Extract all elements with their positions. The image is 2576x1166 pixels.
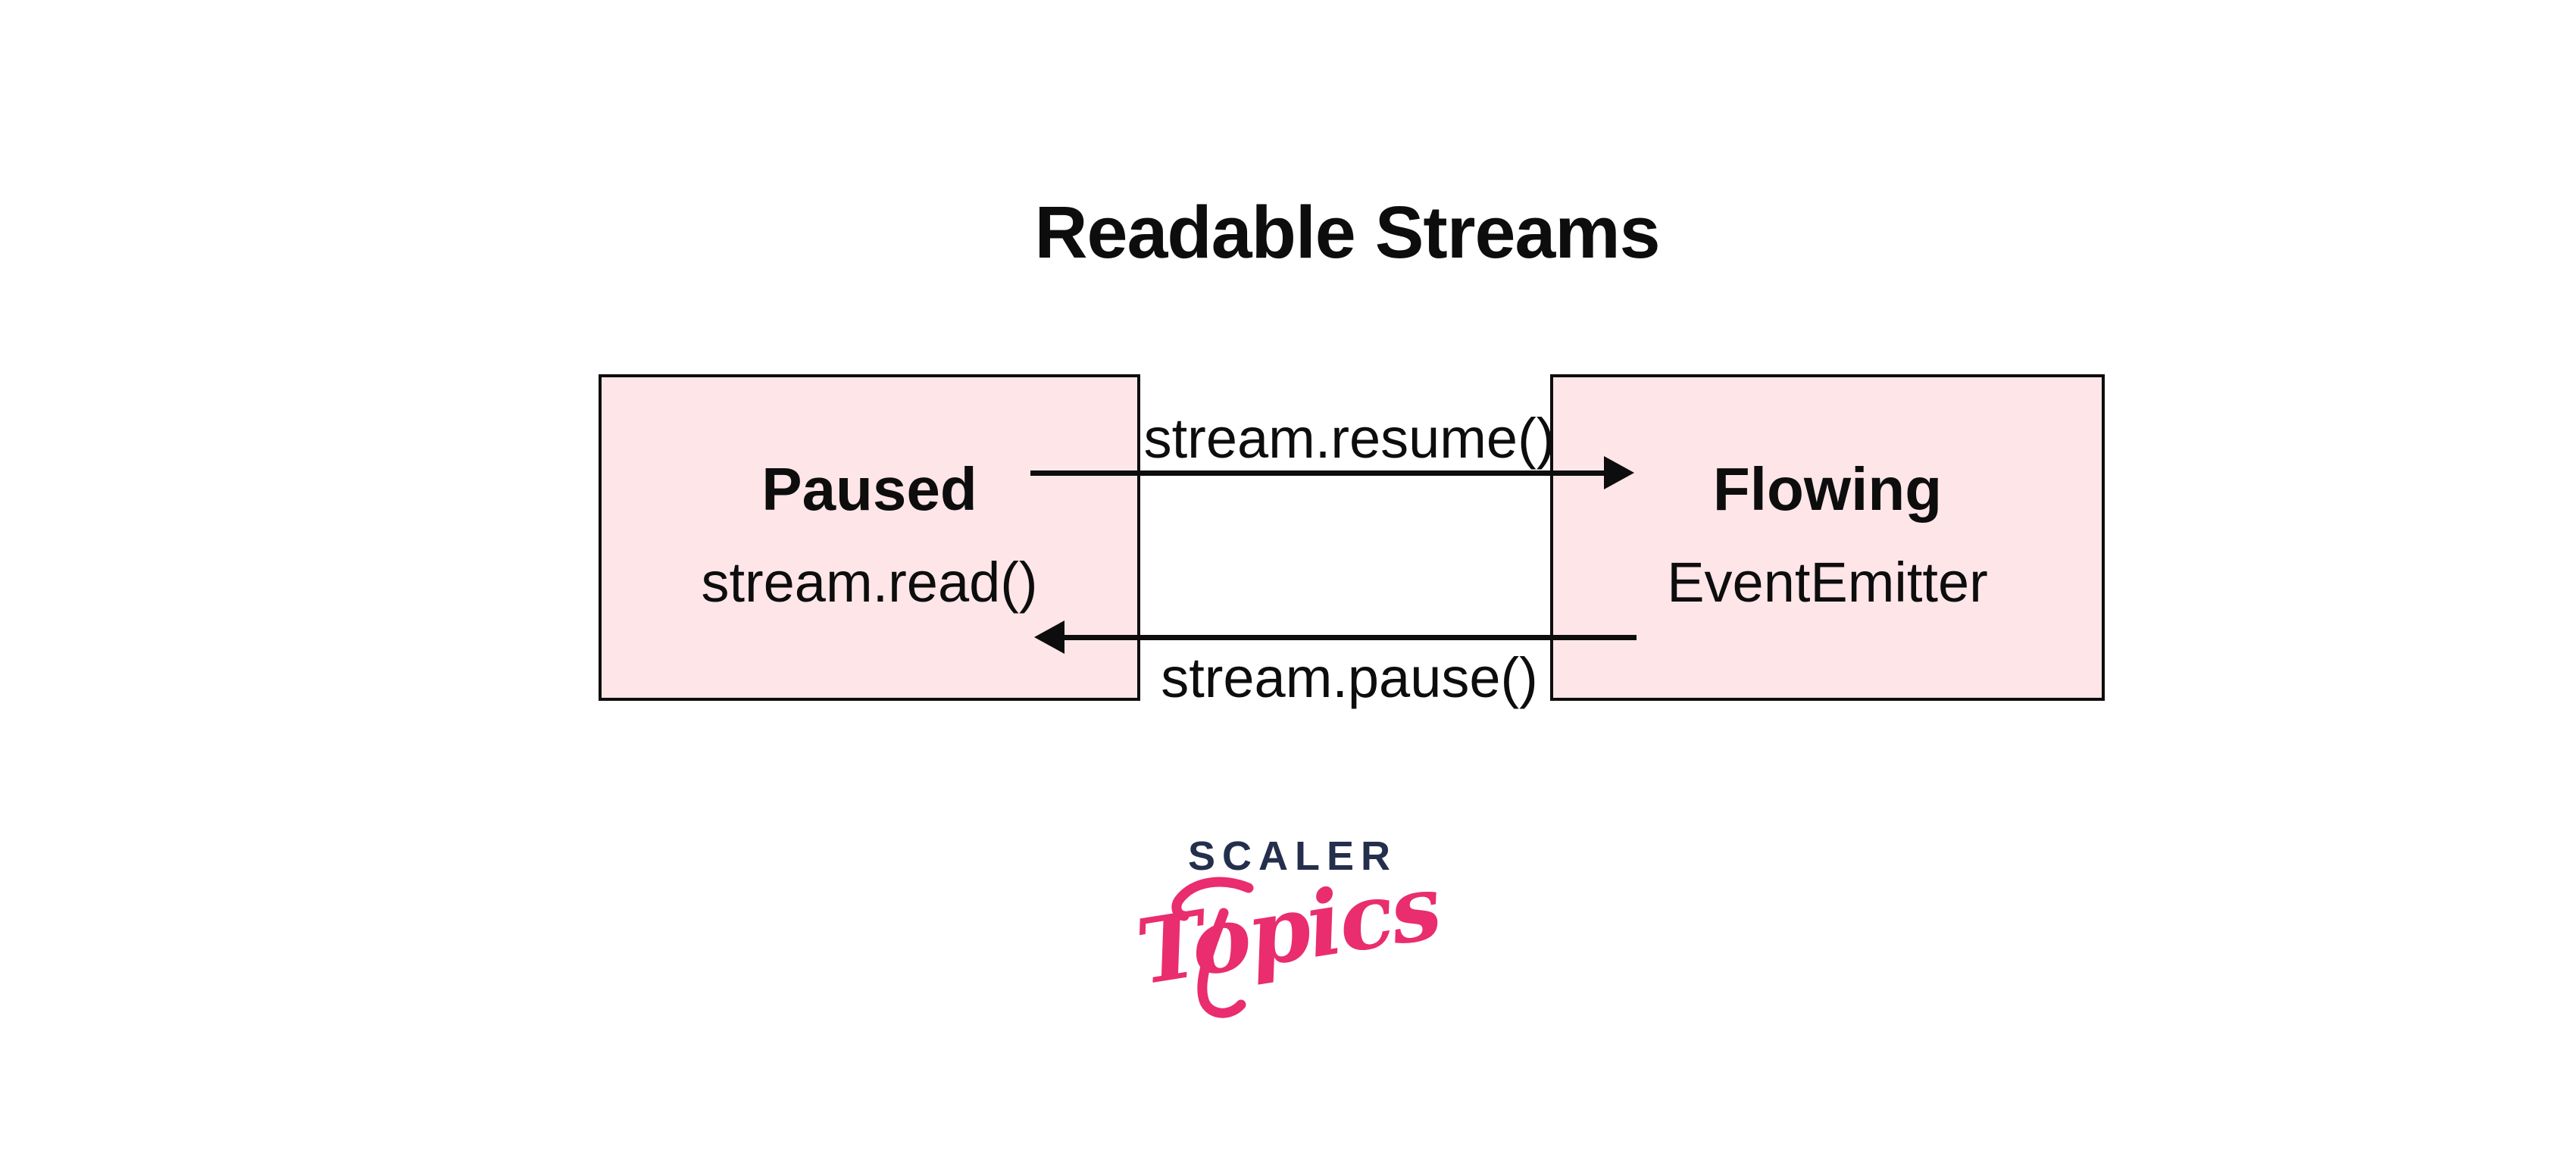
resume-arrowhead-icon <box>1604 456 1634 489</box>
state-name-flowing: Flowing <box>1712 455 1943 523</box>
pause-arrowhead-icon <box>1034 621 1064 654</box>
logo-brand-text: SCALER <box>1187 833 1398 879</box>
page-title: Readable Streams <box>1034 191 1660 274</box>
pause-arrow-line <box>1064 635 1637 640</box>
logo-swash-flourish-icon <box>1171 877 1254 1018</box>
state-box-flowing: Flowing EventEmitter <box>1550 374 2105 701</box>
resume-arrow-line <box>1030 470 1606 476</box>
resume-arrow-label: stream.resume() <box>1143 407 1555 470</box>
state-box-paused: Paused stream.read() <box>599 374 1140 701</box>
state-name-paused: Paused <box>761 455 977 523</box>
pause-arrow-label: stream.pause() <box>1161 646 1538 709</box>
state-api-flowing: EventEmitter <box>1667 551 1988 614</box>
state-api-paused: stream.read() <box>701 551 1038 614</box>
